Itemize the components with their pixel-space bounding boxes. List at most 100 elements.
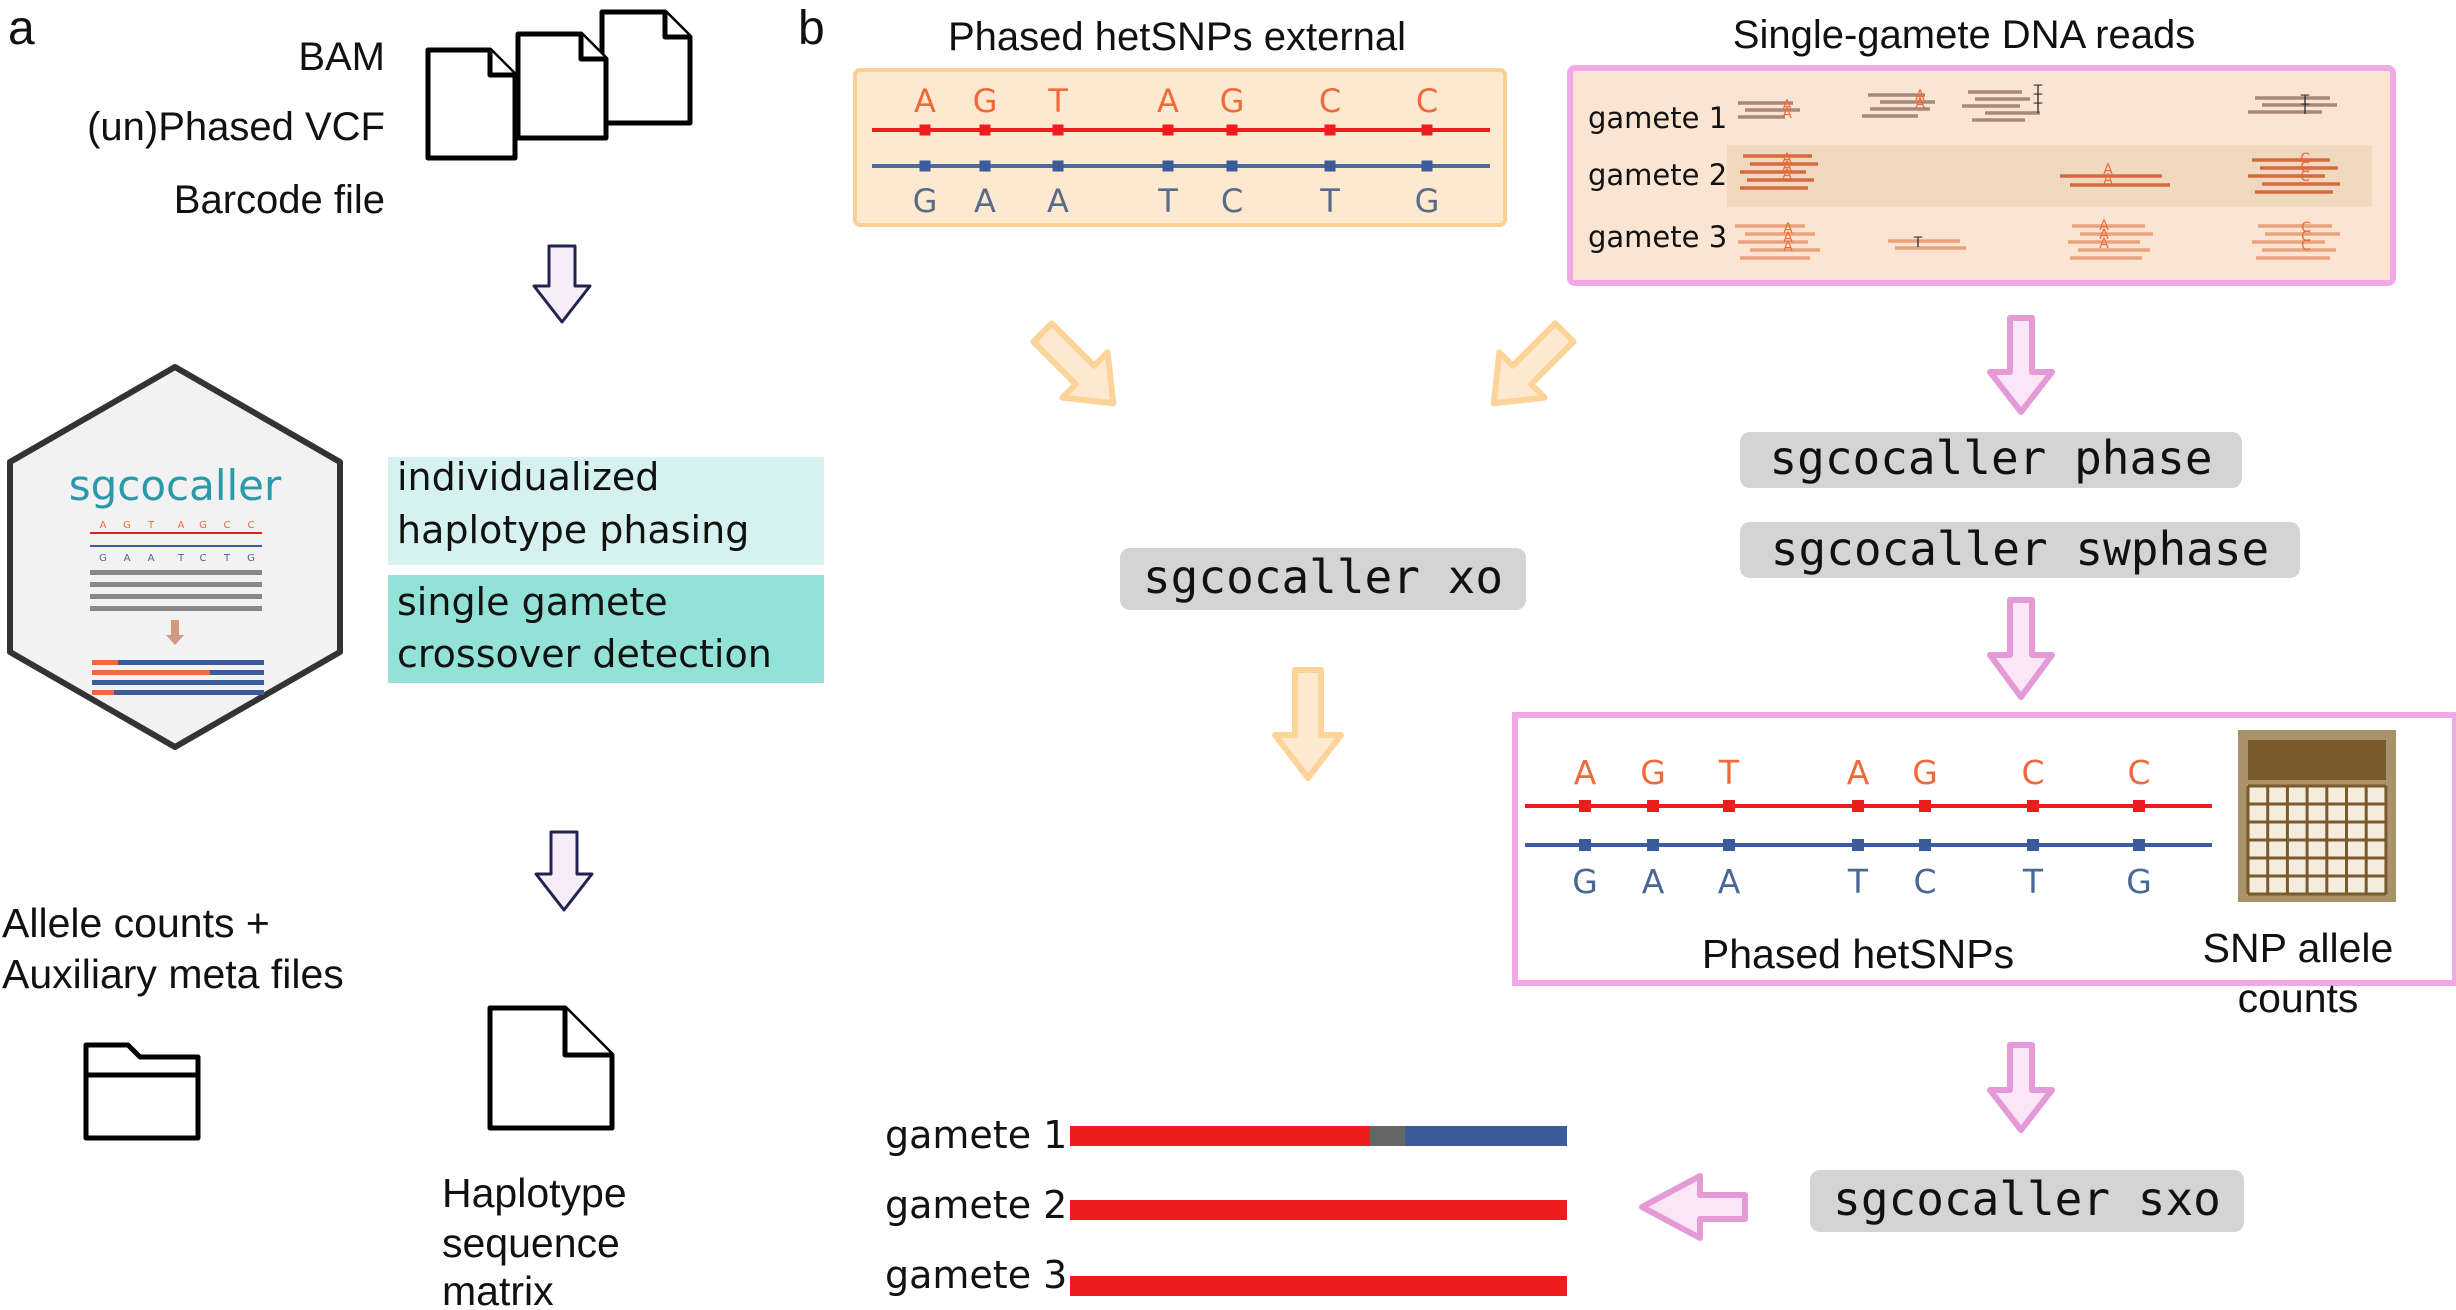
orange-arrow-icon: [1490, 320, 1577, 407]
snp-marker: [1421, 124, 1433, 136]
snp-marker: [1852, 839, 1864, 851]
base-letter: A: [1574, 753, 1597, 792]
read-base-letter: A: [1782, 167, 1792, 183]
result-gamete-2-label: gamete 2: [885, 1183, 1067, 1227]
result-gamete-3-bar: [1070, 1276, 1567, 1296]
output-allele-counts-line1: Allele counts +: [2, 900, 270, 946]
base-letter: C: [1319, 82, 1341, 120]
base-letter: C: [200, 553, 207, 564]
input-files-icon: [425, 9, 693, 161]
feature-crossover-box: [388, 575, 824, 683]
feature-phasing-line2: haplotype phasing: [397, 508, 749, 552]
read-base-letter: A: [1782, 159, 1792, 175]
result-gamete-1-label: gamete 1: [885, 1113, 1067, 1157]
base-letter: T: [223, 553, 231, 564]
external-title: Phased hetSNPs external: [948, 15, 1406, 59]
cmd-phase: sgcocaller phase: [1769, 431, 2212, 485]
feature-crossover-line1: single gamete: [397, 580, 668, 624]
snp-marker: [979, 124, 991, 136]
read-base-letter: A: [1783, 221, 1793, 237]
base-letter: G: [99, 553, 107, 564]
external-bottom-snp-markers: [919, 160, 1433, 172]
orange-arrow-icon: [1030, 320, 1117, 407]
read-base-letter: A: [1783, 230, 1793, 246]
pink-down-arrow-icon: [1987, 315, 2055, 415]
input-barcode-label: Barcode file: [174, 178, 385, 222]
orange-down-arrow-icon: [1272, 667, 1344, 781]
base-letter: G: [2126, 862, 2152, 901]
snp-marker: [1421, 160, 1433, 172]
base-letter: A: [1157, 82, 1179, 120]
read-lines: [1735, 90, 2340, 260]
pink-left-arrow-icon: [1639, 1173, 1748, 1241]
read-base-letter: A: [1915, 88, 1925, 104]
base-letter: C: [248, 520, 255, 531]
snp-marker: [1723, 839, 1735, 851]
base-letter: G: [199, 520, 207, 531]
base-letter: G: [1415, 182, 1440, 220]
panel-b-label: b: [798, 2, 825, 55]
external-hetsnps-box: [853, 68, 1507, 227]
snp-marker: [1579, 800, 1591, 812]
input-vcf-label: (un)Phased VCF: [87, 105, 385, 149]
reads-title: Single-gamete DNA reads: [1733, 13, 2195, 57]
snp-marker: [1226, 160, 1238, 172]
reads-gamete-2-label: gamete 2: [1588, 158, 1727, 192]
snp-marker: [1162, 124, 1174, 136]
read-base-letter: C: [2301, 220, 2311, 236]
read-base-letter: A: [1783, 239, 1793, 255]
base-letter: A: [1642, 862, 1665, 901]
base-letter: T: [177, 553, 185, 564]
snp-marker: [1647, 800, 1659, 812]
base-letter: G: [1220, 82, 1245, 120]
snp-marker: [2133, 839, 2145, 851]
read-base-letter: A: [2099, 218, 2109, 234]
read-base-letter: T: [2033, 101, 2043, 117]
result-gamete-1-bar: [1070, 1126, 1567, 1146]
base-letter: A: [1847, 753, 1870, 792]
counts-label-line2: counts: [2238, 975, 2359, 1021]
cmd-swphase-pill: [1740, 522, 2300, 578]
result-gamete-3-label: gamete 3: [885, 1253, 1067, 1297]
counts-matrix-icon: [2238, 730, 2396, 902]
base-letter: A: [1047, 182, 1069, 220]
base-letter: T: [1847, 862, 1869, 901]
base-letter: A: [178, 520, 185, 531]
cmd-phase-pill: [1740, 432, 2242, 488]
base-letter: G: [247, 553, 255, 564]
read-base-letter: C: [2300, 160, 2310, 176]
snp-marker: [1162, 160, 1174, 172]
snp-marker: [1052, 160, 1064, 172]
feature-crossover-line2: crossover detection: [397, 632, 772, 676]
snp-marker: [919, 160, 931, 172]
snp-marker: [2133, 800, 2145, 812]
phased-top-snp-markers: [1579, 800, 2145, 812]
read-base-letter: C: [2300, 169, 2310, 185]
down-arrow-icon: [534, 830, 594, 912]
snp-marker: [979, 160, 991, 172]
cmd-sxo: sgcocaller sxo: [1833, 1172, 2221, 1226]
snp-marker: [1324, 124, 1336, 136]
base-letter: A: [914, 82, 936, 120]
phased-hetsnps-label: Phased hetSNPs: [1702, 931, 2014, 977]
base-letter: A: [1718, 862, 1741, 901]
logo-text: sgcocaller: [69, 461, 282, 510]
input-bam-label: BAM: [298, 35, 385, 79]
cmd-swphase: sgcocaller swphase: [1771, 522, 2270, 576]
pink-down-arrow-icon: [1987, 597, 2055, 700]
base-letter: G: [1640, 753, 1666, 792]
base-letter: A: [100, 520, 107, 531]
snp-marker: [2027, 800, 2039, 812]
base-letter: T: [1047, 82, 1068, 120]
output-haplotype-line2: sequence: [442, 1220, 620, 1266]
snp-marker: [1919, 800, 1931, 812]
read-base-letter: T: [2300, 93, 2310, 109]
read-base-letter: C: [2301, 238, 2311, 254]
panel-a-label: a: [8, 2, 35, 55]
